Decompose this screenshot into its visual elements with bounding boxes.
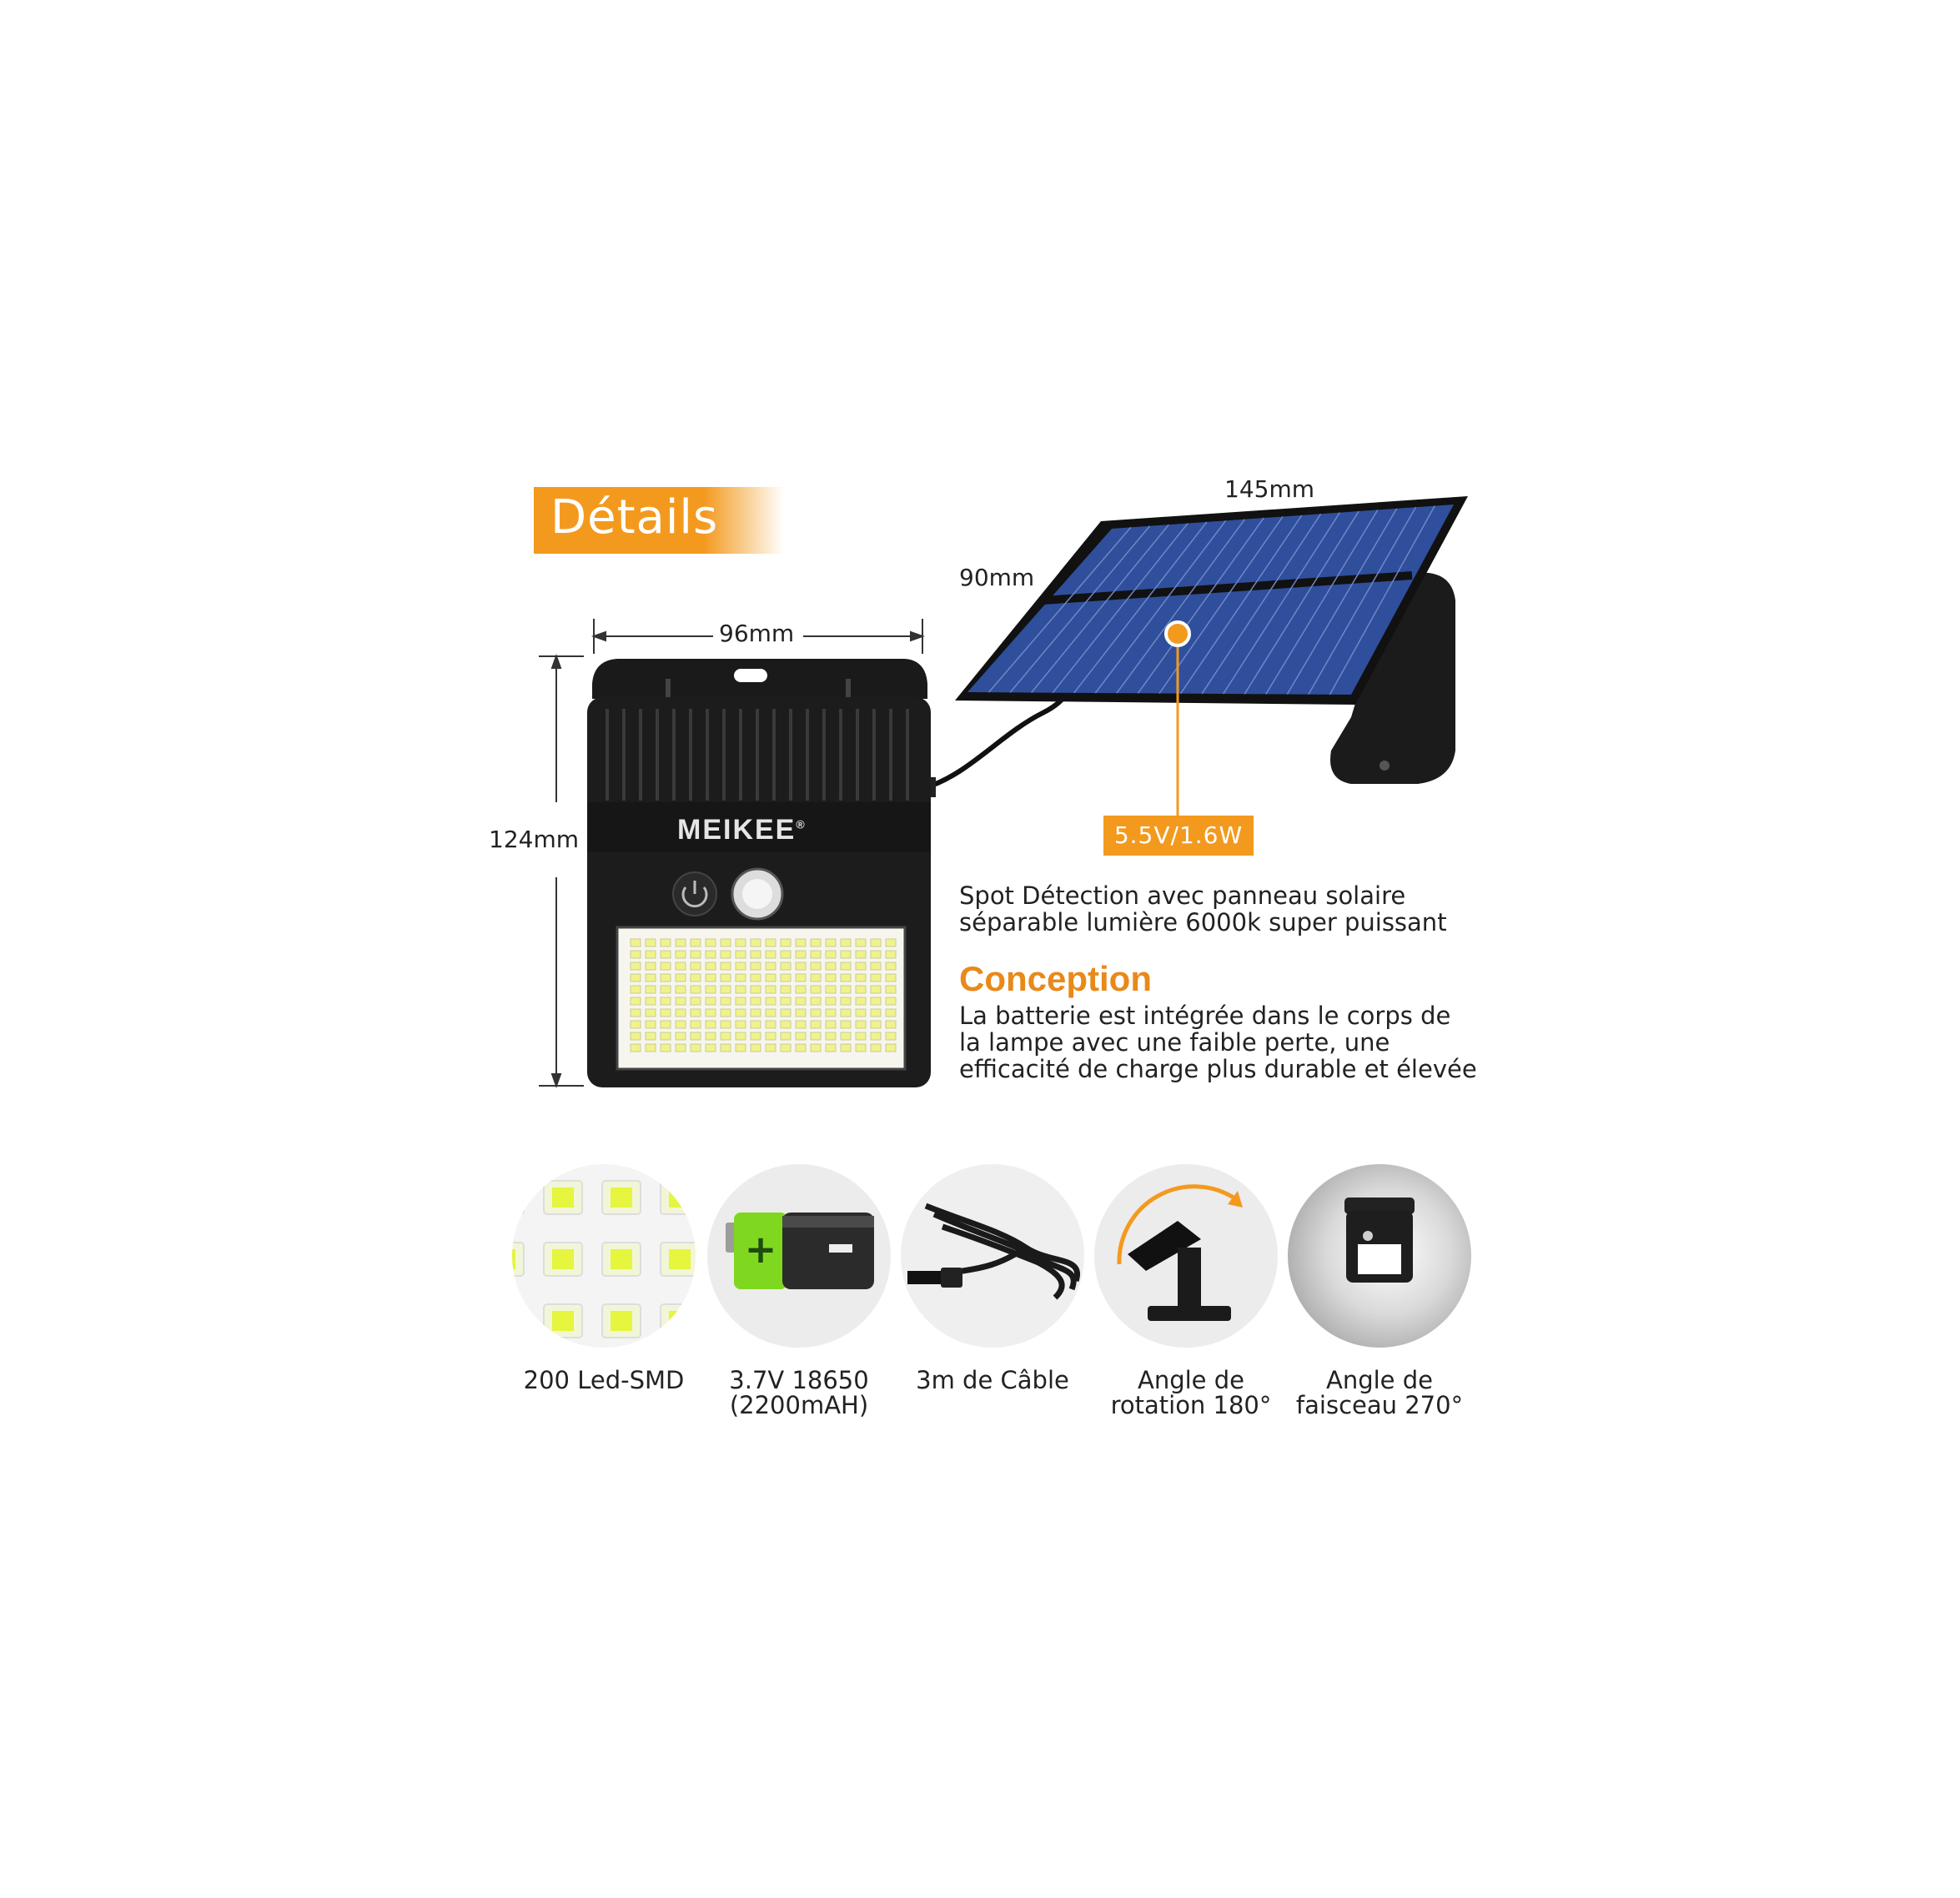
details-badge: Détails: [534, 487, 784, 554]
beam-angle-icon: [1288, 1164, 1471, 1348]
hanging-slot: [734, 669, 767, 682]
summary-line-2: séparable lumière 6000k super puissant: [959, 908, 1447, 936]
panel-stand: [1330, 572, 1455, 784]
conception-line-3: efficacité de charge plus durable et éle…: [959, 1055, 1477, 1083]
svg-text:+: +: [745, 1227, 777, 1272]
stand-screw-hole: [1380, 761, 1390, 771]
lamp-height-label: 124mm: [489, 826, 579, 853]
summary-text: Spot Détection avec panneau solaire sépa…: [959, 882, 1447, 936]
spec-callout-dot: [1164, 620, 1191, 647]
cable-icon: [901, 1164, 1084, 1348]
rotation-bracket-icon: [1094, 1164, 1278, 1348]
feature-label-cable: 3m de Câble: [916, 1366, 1069, 1394]
conception-line-2: la lampe avec une faible perte, une: [959, 1028, 1390, 1057]
lamp-width-dimension-line: [591, 619, 925, 654]
panel-height-label: 90mm: [959, 564, 1035, 591]
led-grid: [630, 938, 897, 1052]
conception-title: Conception: [959, 959, 1152, 998]
led-chip-icon: [512, 1164, 696, 1348]
battery-icon: +: [707, 1164, 891, 1348]
solar-panel: [955, 496, 1468, 705]
summary-line-1: Spot Détection avec panneau solaire: [959, 881, 1406, 910]
panel-width-label: 145mm: [1224, 475, 1314, 503]
conception-text: La batterie est intégrée dans le corps d…: [959, 1002, 1477, 1082]
conception-line-1: La batterie est intégrée dans le corps d…: [959, 1002, 1451, 1030]
brand-logo: MEIKEE®: [677, 814, 807, 846]
lamp-body: [587, 659, 931, 1087]
details-title: Détails: [550, 490, 719, 545]
lamp-width-label: 96mm: [719, 620, 795, 647]
feature-label-battery: 3.7V 18650(2200mAH): [729, 1366, 869, 1419]
panel-spec-tag: 5.5V/1.6W: [1103, 816, 1254, 856]
lamp-height-dimension-line: [539, 654, 584, 1088]
feature-label-led: 200 Led-SMD: [523, 1366, 685, 1394]
